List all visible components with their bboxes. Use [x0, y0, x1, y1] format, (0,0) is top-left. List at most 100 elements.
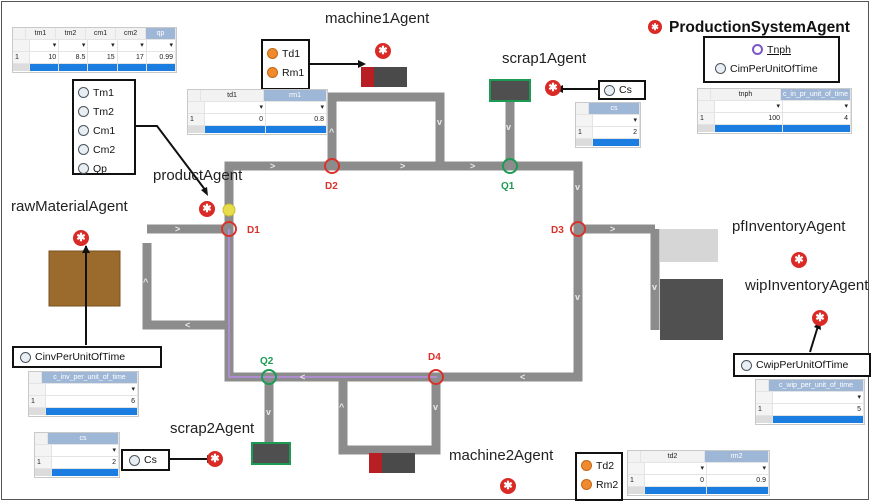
- param-tm1[interactable]: Tm1: [74, 83, 134, 102]
- table-index-cell: 1: [35, 457, 52, 468]
- table-filter-row: ▾: [576, 115, 640, 127]
- param-qp[interactable]: Qp: [74, 159, 134, 178]
- param-rm2[interactable]: Rm2: [577, 475, 621, 494]
- machine1-agent-icon[interactable]: ✱: [375, 43, 391, 59]
- product-table[interactable]: tm1 tm2 cm1 cm2 qp ▾▾▾▾▾ 1 10 8.5 15 17 …: [12, 27, 177, 73]
- scrap2-agent-label: scrap2Agent: [170, 420, 255, 437]
- table-header-cell: c_inv_per_unit_of_time: [42, 372, 138, 383]
- production-system-agent-icon[interactable]: ✱: [648, 20, 662, 34]
- param-label: Rm1: [282, 66, 305, 79]
- param-tm2[interactable]: Tm2: [74, 102, 134, 121]
- gauge-icon: [78, 163, 89, 174]
- product-token: [222, 203, 236, 217]
- table-cell: 0.9: [707, 475, 769, 486]
- flow-arrow: <: [520, 372, 525, 382]
- param-cim[interactable]: CimPerUnitOfTime: [705, 59, 838, 78]
- raw-material-agent-icon[interactable]: ✱: [73, 230, 89, 246]
- table-header-cell: tnph: [711, 89, 781, 100]
- flow-arrow: v: [575, 292, 580, 302]
- node-d1-label: D1: [247, 225, 260, 236]
- machine2-agent-label: machine2Agent: [449, 447, 554, 464]
- flow-arrow: <: [185, 320, 190, 330]
- wip-table[interactable]: c_wip_per_unit_of_time ▾ 1 5: [755, 379, 865, 425]
- param-label: Td2: [596, 459, 615, 472]
- node-q1-label: Q1: [501, 181, 515, 192]
- node-d3-label: D3: [551, 225, 564, 236]
- table-footer: [628, 487, 769, 494]
- param-tnph[interactable]: Tnph: [705, 40, 838, 59]
- raw-return-conveyor: [142, 243, 229, 330]
- param-cs-1[interactable]: Cs: [600, 82, 644, 98]
- wip-inventory-block: [660, 279, 723, 340]
- node-d1-circle: [221, 221, 237, 237]
- scrap1-params-box: Cs: [598, 80, 646, 100]
- raw-table[interactable]: c_inv_per_unit_of_time ▾ 1 6: [28, 371, 139, 417]
- param-label: Tm1: [93, 86, 114, 99]
- flow-arrow: >: [610, 224, 615, 234]
- flow-arrow: v: [437, 117, 442, 127]
- scrap2-agent-icon[interactable]: ✱: [207, 451, 223, 467]
- flow-arrow: ^: [143, 277, 149, 287]
- gauge-icon: [78, 125, 89, 136]
- scrap2-table[interactable]: cs ▾ 1 2: [34, 432, 120, 478]
- flow-arrow: ^: [339, 402, 345, 412]
- raw-material-block: [48, 250, 121, 307]
- table-filter-row: ▾▾: [188, 102, 327, 114]
- param-td1[interactable]: Td1: [263, 44, 308, 63]
- param-label: Tnph: [767, 43, 791, 56]
- machine2-loop-conveyor: [338, 377, 441, 455]
- gauge-icon: [715, 63, 726, 74]
- table-cell: 4: [783, 113, 851, 124]
- param-label: CimPerUnitOfTime: [730, 62, 818, 75]
- product-params-box: Tm1 Tm2 Cm1 Cm2 Qp: [72, 79, 136, 175]
- machine2-agent-icon[interactable]: ✱: [500, 478, 516, 494]
- param-td2[interactable]: Td2: [577, 456, 621, 475]
- scrap1-table[interactable]: cs ▾ 1 2: [575, 102, 641, 148]
- table-cell: 5: [773, 404, 864, 415]
- machine2-red-part: [369, 453, 382, 473]
- table-header-cell: tm1: [26, 28, 56, 39]
- table-row: 1 6: [29, 396, 138, 408]
- table-header-cell: td2: [641, 451, 705, 462]
- wip-inventory-agent-label: wipInventoryAgent: [745, 277, 869, 294]
- param-cm2[interactable]: Cm2: [74, 140, 134, 159]
- table-row: 1 5: [756, 404, 864, 416]
- flow-arrow: v: [575, 182, 580, 192]
- product-agent-icon[interactable]: ✱: [199, 201, 215, 217]
- pf-inventory-block: [660, 229, 718, 262]
- param-rm1[interactable]: Rm1: [263, 63, 308, 82]
- pf-inventory-agent-icon[interactable]: ✱: [791, 252, 807, 268]
- flow-arrow: v: [506, 122, 511, 132]
- table-header-cell: tm2: [56, 28, 86, 39]
- wip-params-box: CwipPerUnitOfTime: [733, 353, 871, 377]
- scrap1-agent-icon[interactable]: ✱: [545, 80, 561, 96]
- node-d4-label: D4: [428, 352, 441, 363]
- table-header-cell: cm1: [86, 28, 116, 39]
- param-cwip[interactable]: CwipPerUnitOfTime: [735, 355, 869, 375]
- table-index-cell: 1: [756, 404, 773, 415]
- machine2-table[interactable]: td2 rm2 ▾▾ 1 0 0.9: [627, 450, 770, 496]
- param-cm1[interactable]: Cm1: [74, 121, 134, 140]
- machine1-table[interactable]: td1 rm1 ▾▾ 1 0 0.8: [187, 89, 328, 135]
- node-q1-circle: [502, 158, 518, 174]
- table-header-cell: cs: [589, 103, 640, 114]
- gauge-icon: [129, 454, 140, 466]
- param-cs-2[interactable]: Cs: [123, 451, 168, 469]
- machine1-params-box: Td1 Rm1: [261, 39, 310, 90]
- table-index-cell: 1: [576, 127, 593, 138]
- table-row: 1 10 8.5 15 17 0.99: [13, 52, 177, 64]
- raw-material-agent-label: rawMaterialAgent: [11, 198, 128, 215]
- product-path-highlight: [228, 229, 437, 378]
- table-filter-row: ▾▾▾▾▾: [13, 40, 177, 52]
- param-cinv[interactable]: CinvPerUnitOfTime: [14, 348, 160, 366]
- machine1-red-part: [361, 67, 374, 87]
- production-system-table[interactable]: tnph c_in_pr_unit_of_time ▾▾ 1 100 4: [697, 88, 852, 134]
- table-header-cell: cm2: [116, 28, 146, 39]
- table-index-cell: 1: [29, 396, 46, 407]
- arrowhead: [82, 245, 90, 253]
- wip-inventory-agent-icon[interactable]: ✱: [812, 310, 828, 326]
- param-label: Cs: [144, 454, 157, 466]
- table-header-cell: qp: [146, 28, 176, 39]
